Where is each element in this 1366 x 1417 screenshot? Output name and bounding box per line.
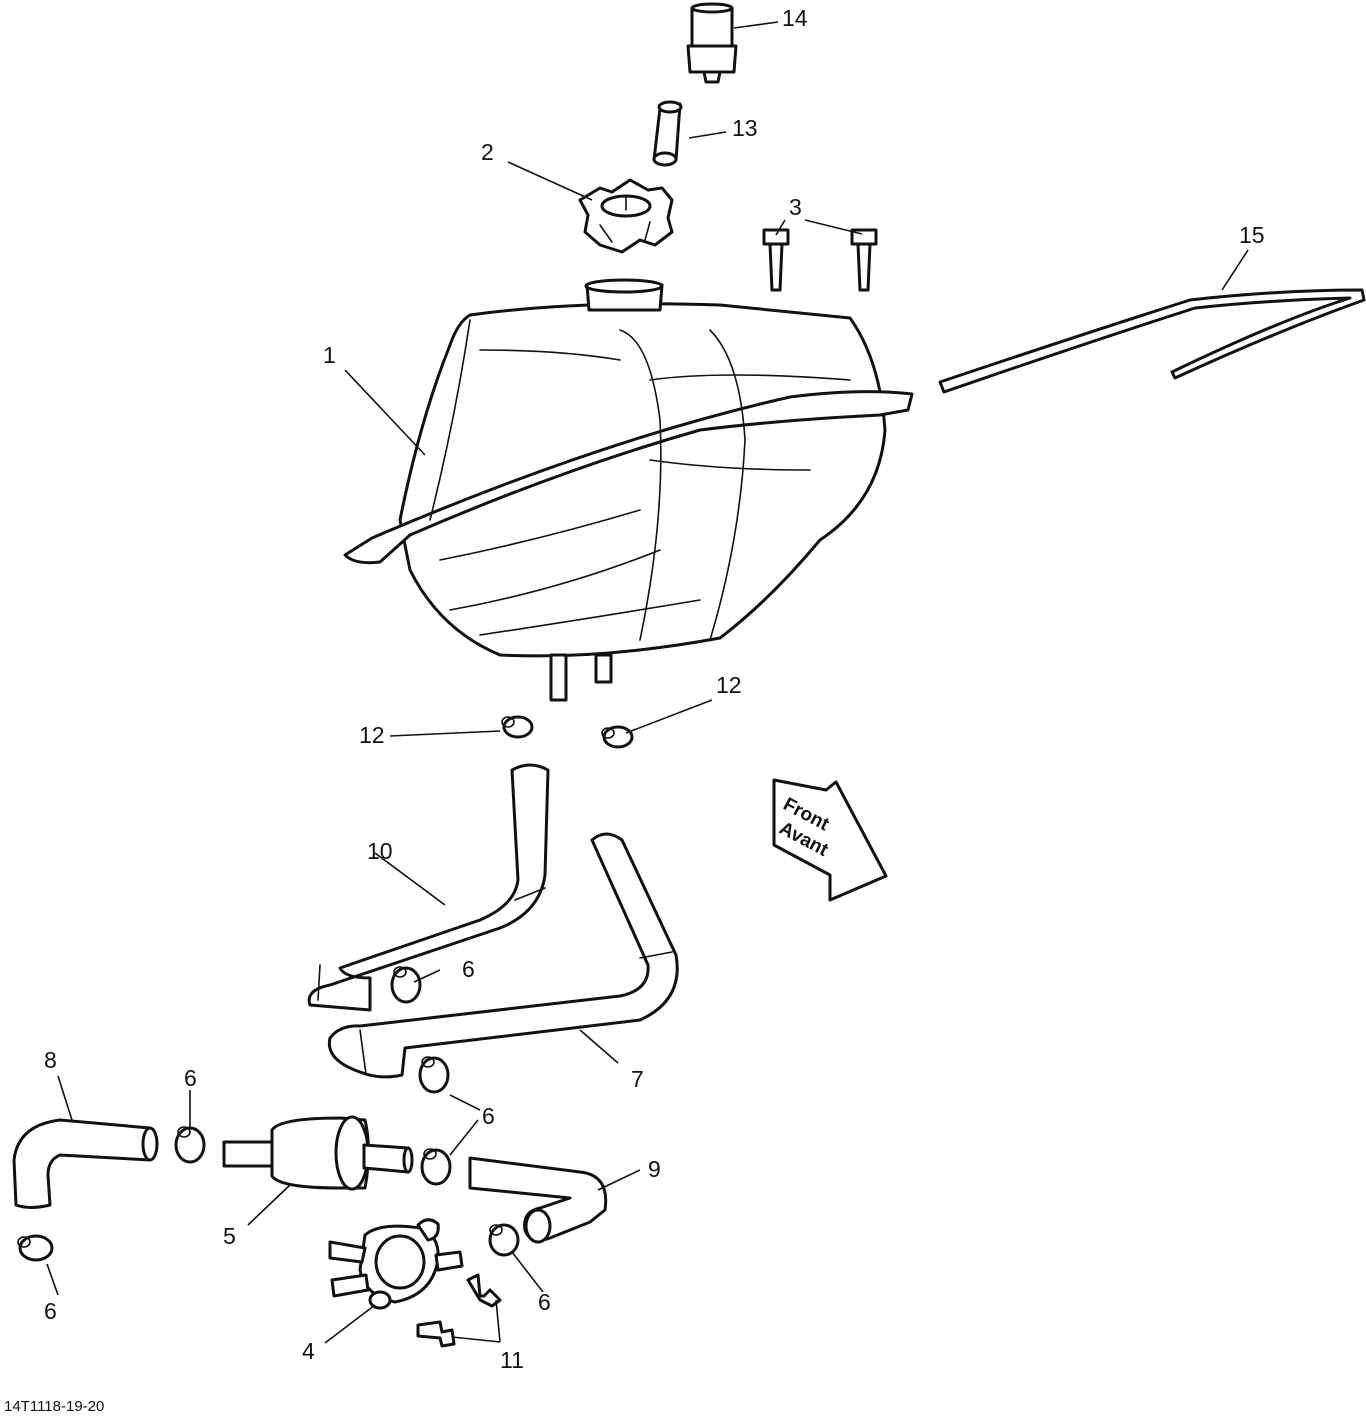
callout-1: 1 [323, 342, 336, 368]
callout-3: 3 [789, 194, 802, 220]
fuel-filter [222, 1115, 414, 1191]
clamp-6-a [390, 966, 422, 1004]
callout-11: 11 [500, 1347, 524, 1373]
callout-12-left: 12 [359, 722, 385, 748]
callout-10: 10 [367, 838, 393, 864]
fuel-cap [578, 178, 674, 254]
clamp-6-d [420, 1148, 452, 1186]
callout-5: 5 [223, 1223, 236, 1249]
hose-10 [307, 763, 550, 1012]
fuel-tank [343, 278, 914, 702]
callout-9: 9 [648, 1156, 661, 1182]
front-direction-arrow: Front Avant [772, 778, 888, 902]
fuel-valve [328, 1218, 464, 1310]
callout-2: 2 [481, 139, 494, 165]
hose-7 [327, 832, 679, 1079]
vent-hose [652, 100, 683, 167]
figure-id: 14T1118-19-20 [4, 1398, 104, 1415]
callout-7: 7 [631, 1066, 644, 1092]
leader-lines [46, 21, 1249, 1344]
callout-6-b: 6 [184, 1065, 197, 1091]
clamp-12-right [601, 725, 634, 749]
tank-strip [938, 288, 1366, 394]
vent-valve [686, 2, 738, 84]
clamp-6-c [174, 1126, 206, 1164]
callout-6-d: 6 [44, 1298, 57, 1324]
callout-8: 8 [44, 1047, 57, 1073]
callout-14: 14 [782, 5, 808, 31]
callout-12-right: 12 [716, 672, 742, 698]
clamp-6-e [17, 1234, 54, 1262]
clamp-6-f [488, 1223, 520, 1257]
callout-4: 4 [302, 1338, 315, 1364]
callout-6-e: 6 [538, 1289, 551, 1315]
valve-bolts [416, 1273, 502, 1348]
hose-8 [12, 1118, 157, 1209]
tank-bolts [762, 228, 878, 292]
callout-6-a: 6 [462, 956, 475, 982]
callout-6-c: 6 [482, 1103, 495, 1129]
callout-13: 13 [732, 115, 758, 141]
callout-15: 15 [1239, 222, 1265, 248]
clamp-12-left [501, 715, 534, 739]
callouts: 1 2 3 4 5 6 7 8 6 6 9 10 11 12 12 13 14 … [44, 5, 1265, 1373]
clamp-6-b [418, 1056, 450, 1094]
